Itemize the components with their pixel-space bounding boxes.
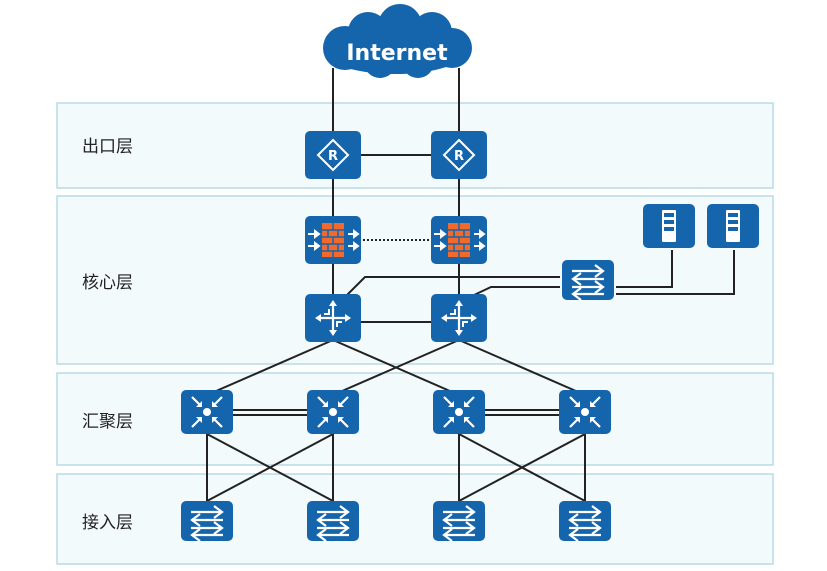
link-core2-agg2 xyxy=(332,339,460,396)
link-server-switch-server-1 xyxy=(616,250,673,288)
layer-band-aggregation xyxy=(56,372,774,466)
links xyxy=(206,68,735,502)
link-core1-agg1 xyxy=(206,339,334,396)
access-switch-icon xyxy=(179,499,235,543)
server-icon xyxy=(707,204,759,248)
layer-band-access xyxy=(56,473,774,565)
layer-label-egress: 出口层 xyxy=(82,137,133,157)
router-icon xyxy=(304,130,362,180)
layer-label-access: 接入层 xyxy=(82,513,133,533)
firewall-icon xyxy=(430,215,488,265)
server-switch-icon xyxy=(560,258,616,302)
firewall-icon xyxy=(304,215,362,265)
layer-band-egress xyxy=(56,102,774,189)
link-core1-server-switch xyxy=(345,276,560,297)
internet-cloud: Internet xyxy=(323,4,472,78)
link-core2-server-switch xyxy=(471,286,560,297)
aggregation-switch-icon xyxy=(179,388,235,436)
core-switch-icon xyxy=(303,292,363,344)
router-icon xyxy=(430,130,488,180)
link-agg4-access3 xyxy=(458,433,586,502)
link-core2-agg4 xyxy=(458,339,586,396)
link-agg2-access1 xyxy=(206,433,334,502)
aggregation-switch-icon xyxy=(557,388,613,436)
internet-label: Internet xyxy=(346,41,448,66)
aggregation-switch-icon xyxy=(431,388,487,436)
access-switch-icon xyxy=(305,499,361,543)
access-switch-icon xyxy=(431,499,487,543)
layer-label-core: 核心层 xyxy=(82,273,133,293)
link-server-switch-server-2 xyxy=(616,250,735,295)
server-icon xyxy=(643,204,695,248)
access-switch-icon xyxy=(557,499,613,543)
core-switch-icon xyxy=(429,292,489,344)
layer-label-aggregation: 汇聚层 xyxy=(82,412,133,432)
aggregation-switch-icon xyxy=(305,388,361,436)
